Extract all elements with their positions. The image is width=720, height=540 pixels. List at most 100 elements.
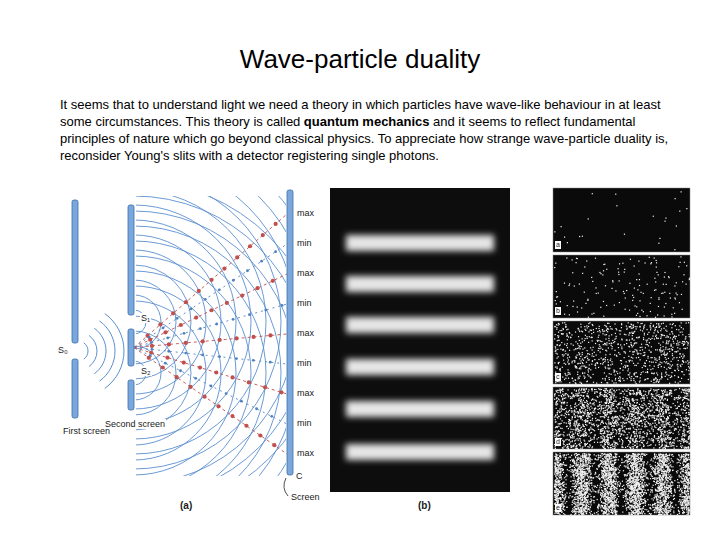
photon-hit (652, 357, 653, 358)
photon-hit (600, 444, 601, 445)
ray-dot (252, 359, 255, 362)
photon-hit (577, 363, 578, 364)
photon-hit (672, 347, 673, 348)
photon-hit (591, 432, 592, 433)
ray-dot (244, 424, 248, 428)
wavefronts (0, 130, 326, 540)
photon-hit (606, 326, 607, 327)
photon-hit (679, 357, 680, 358)
photon-hit (644, 262, 645, 263)
photon-hit (655, 289, 656, 290)
photon-hit (637, 436, 638, 437)
photon-hit (591, 313, 592, 314)
photon-hit (598, 293, 599, 294)
photon-hit (653, 362, 654, 363)
photon-hit (622, 370, 623, 371)
photon-hit (633, 297, 634, 298)
photon-hit (634, 393, 635, 394)
photon-hit (570, 407, 571, 408)
photon-hit (670, 324, 671, 325)
panel-ground (553, 188, 690, 252)
ray-dot (179, 323, 183, 327)
photon-hit (637, 446, 638, 447)
photon-hit (605, 378, 606, 379)
photon-hit (661, 373, 662, 374)
photon-hit (627, 437, 628, 438)
photon-hit (569, 382, 570, 383)
photon-hit (632, 335, 633, 336)
photon-hit (569, 356, 570, 357)
photon-hit (650, 326, 651, 327)
photon-hit (644, 398, 645, 399)
photon-hit (604, 388, 605, 389)
photon-hit (575, 415, 576, 416)
photon-hit (587, 358, 588, 359)
ray-dot (148, 338, 152, 342)
photon-hit (642, 323, 643, 324)
ray-dot (210, 278, 214, 282)
photon-hit (640, 347, 641, 348)
photon-hit (650, 327, 651, 328)
photon-hit (593, 356, 594, 357)
photon-hit (555, 419, 556, 420)
photon-hit (631, 324, 632, 325)
photon-hit (684, 432, 685, 433)
photon-hit (581, 346, 582, 347)
photon-hit (609, 443, 610, 444)
photon-hit (574, 349, 575, 350)
photon-hit (579, 443, 580, 444)
photon-hit (659, 418, 660, 419)
photon-hit (618, 274, 619, 275)
photon-hit (557, 368, 558, 369)
photon-hit (650, 325, 651, 326)
ray-dot (247, 380, 251, 384)
photon-hit (675, 438, 676, 439)
photon-hit (657, 330, 658, 331)
photon-hit (665, 347, 666, 348)
photon-hit (683, 348, 684, 349)
photon-hit (569, 283, 570, 284)
photon-hit (680, 191, 681, 192)
photon-hit (620, 381, 621, 382)
photon-hit (657, 410, 658, 411)
wavefront-arc (0, 145, 311, 499)
ray-dot (147, 356, 151, 360)
photon-hit (653, 216, 654, 217)
photon-hit (668, 358, 669, 359)
photon-hit (555, 382, 556, 383)
photon-hit (584, 357, 585, 358)
photon-hit (681, 378, 682, 379)
photon-hit (663, 328, 664, 329)
photon-hit (634, 351, 635, 352)
photon-hit (583, 375, 584, 376)
photon-hit (620, 422, 621, 423)
photon-hit (686, 323, 687, 324)
photon-hit (656, 262, 657, 263)
photon-hit (578, 377, 579, 378)
photon-hit (582, 419, 583, 420)
photon-hit (682, 358, 683, 359)
photon-hit (685, 420, 686, 421)
photon-hit (666, 343, 667, 344)
photon-hit (561, 395, 562, 396)
photon-hit (676, 343, 677, 344)
photon-hit (587, 374, 588, 375)
photon-hit (676, 344, 677, 345)
photon-hit (650, 323, 651, 324)
photon-hit (668, 375, 669, 376)
photon-hit (643, 293, 644, 294)
photon-hit (660, 351, 661, 352)
photon-hit (633, 378, 634, 379)
photon-hit (663, 284, 664, 285)
photon-hit (647, 334, 648, 335)
photon-hit (555, 349, 556, 350)
photon-hit (582, 236, 583, 237)
photon-hit (587, 299, 588, 300)
photon-hit (623, 366, 624, 367)
photon-hit (589, 336, 590, 337)
photon-hit (585, 338, 586, 339)
photon-hit (677, 414, 678, 415)
photon-hit (655, 378, 656, 379)
photon-hit (632, 360, 633, 361)
photon-hit (563, 329, 564, 330)
